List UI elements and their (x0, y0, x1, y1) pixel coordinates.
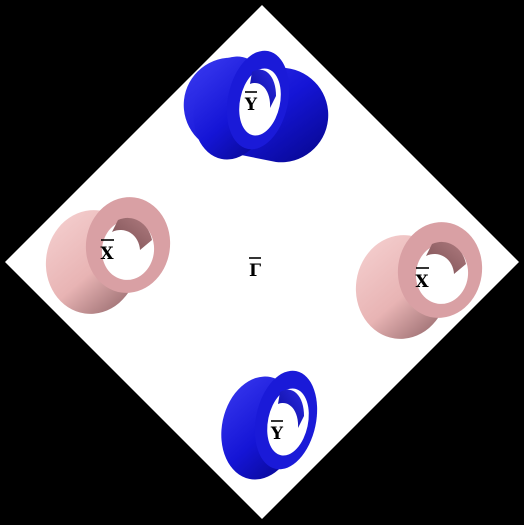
pocket-inner-wall (250, 69, 277, 108)
pocket-inner-wall (426, 241, 466, 274)
pocket-y-top (183, 50, 329, 163)
label-y-bottom: Y (270, 420, 284, 444)
label-gamma-text: Γ (249, 261, 261, 281)
label-gamma: Γ (249, 257, 261, 281)
pocket-x-right (355, 222, 483, 339)
label-x-left: X (100, 239, 114, 264)
label-y-bottom-text: Y (270, 424, 284, 444)
brillouin-zone (5, 5, 519, 519)
label-x-left-text: X (100, 244, 114, 264)
label-x-right: X (415, 267, 429, 292)
label-x-right-text: X (415, 272, 429, 292)
pocket-x-left (45, 197, 171, 314)
label-y-top-text: Y (244, 95, 258, 115)
label-y-top: Y (244, 91, 258, 115)
pocket-inner-wall (112, 217, 152, 250)
pocket-inner-wall (278, 389, 305, 428)
pocket-y-bottom (221, 370, 318, 480)
